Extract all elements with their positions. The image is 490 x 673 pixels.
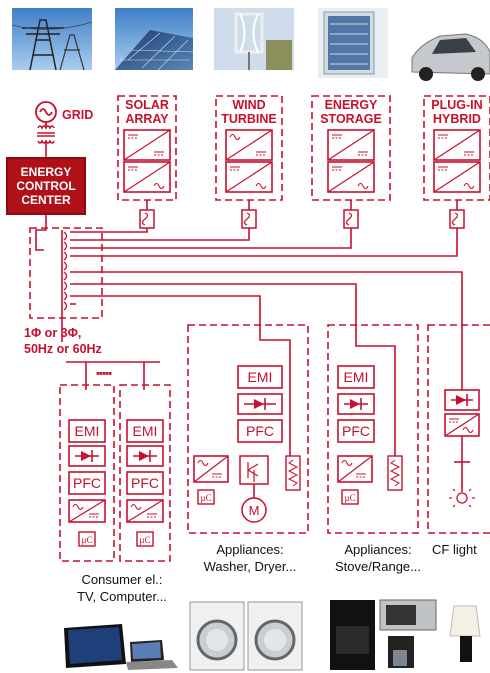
source-converter-b-0 bbox=[124, 162, 170, 192]
phase-frequency-label: 1Φ or 3Φ, 50Hz or 60Hz bbox=[24, 325, 102, 357]
breaker-switch-4 bbox=[64, 272, 67, 280]
consumer-rectifier-1 bbox=[127, 446, 163, 466]
run-stove bbox=[70, 284, 356, 320]
washer-pfc-text: PFC bbox=[246, 423, 274, 439]
lamp-symbol bbox=[457, 493, 467, 503]
stove-mcu: µC bbox=[342, 490, 358, 504]
consumer-mcu-1: µC bbox=[137, 532, 153, 546]
grid-source-symbol bbox=[36, 102, 56, 127]
source-converter-b-2 bbox=[328, 162, 374, 192]
wind-turbine-photo bbox=[214, 8, 294, 70]
washer-dcdc bbox=[194, 456, 228, 482]
source-run-2 bbox=[70, 228, 351, 248]
run-cfl bbox=[70, 272, 462, 318]
breaker-switch-7 bbox=[64, 302, 67, 310]
cfl-caption: CF light bbox=[432, 541, 490, 558]
consumer-mcu-1-text: µC bbox=[139, 535, 150, 545]
breaker-switch-5 bbox=[64, 282, 67, 290]
washer-emi-text: EMI bbox=[248, 369, 273, 385]
consumer-caption: Consumer el.:TV, Computer... bbox=[52, 571, 192, 605]
energy-control-center[interactable]: ENERGY CONTROL CENTER bbox=[6, 157, 86, 215]
breaker-1 bbox=[242, 210, 256, 228]
consumer-mcu-0: µC bbox=[79, 532, 95, 546]
washer-heater bbox=[286, 456, 300, 490]
source-converter-a-3 bbox=[434, 130, 480, 160]
ecc-line3: CENTER bbox=[8, 193, 84, 207]
consumer-emi-0: EMI bbox=[69, 420, 105, 442]
source-converter-b-1 bbox=[226, 162, 272, 192]
washer-photo bbox=[190, 602, 244, 670]
consumer-emi-1-text: EMI bbox=[133, 423, 158, 439]
lamp-photo bbox=[450, 606, 480, 662]
washer-rectifier bbox=[238, 394, 282, 414]
transmission-tower-photo bbox=[12, 8, 92, 70]
transformer-symbol bbox=[37, 126, 55, 157]
motor-text: M bbox=[249, 503, 260, 518]
stove-emi: EMI bbox=[338, 366, 374, 388]
breaker-switch-3 bbox=[64, 262, 67, 270]
ecc-line1: ENERGY bbox=[8, 165, 84, 179]
ellipsis: ..... bbox=[96, 365, 111, 377]
run-washer bbox=[70, 296, 260, 318]
consumer-pfc-1-text: PFC bbox=[131, 475, 159, 491]
washer-caption: Appliances:Washer, Dryer... bbox=[190, 541, 310, 575]
washer-mcu: µC bbox=[198, 490, 214, 504]
stove-dcdc bbox=[338, 456, 372, 482]
breaker-switch-1 bbox=[64, 242, 67, 250]
source-converter-a-2 bbox=[328, 130, 374, 160]
consumer-mcu-0-text: µC bbox=[81, 535, 92, 545]
source-converter-b-3 bbox=[434, 162, 480, 192]
ecc-line2: CONTROL bbox=[8, 179, 84, 193]
source-converter-a-1 bbox=[226, 130, 272, 160]
consumer-pfc-1: PFC bbox=[127, 472, 163, 494]
stove-caption: Appliances:Stove/Range... bbox=[322, 541, 434, 575]
stove-rectifier bbox=[338, 394, 374, 414]
grid-label: GRID bbox=[62, 108, 93, 122]
source-run-0 bbox=[70, 228, 147, 232]
consumer-dcdc-0 bbox=[69, 500, 105, 522]
breaker-0 bbox=[140, 210, 154, 228]
washer-pfc: PFC bbox=[238, 420, 282, 442]
solar-array-label: SOLARARRAY bbox=[118, 98, 176, 126]
cfl-rectifier bbox=[445, 390, 479, 410]
ecc-feed bbox=[36, 215, 46, 250]
tv-laptop-photo bbox=[64, 624, 178, 670]
dryer-photo bbox=[248, 602, 302, 670]
washer-emi: EMI bbox=[238, 366, 282, 388]
solar-panel-photo bbox=[115, 8, 193, 70]
consumer-pfc-0-text: PFC bbox=[73, 475, 101, 491]
consumer-rectifier-0 bbox=[69, 446, 105, 466]
hybrid-car-photo bbox=[412, 34, 490, 81]
stove-mcu-text: µC bbox=[344, 493, 355, 503]
stove-heater bbox=[388, 456, 402, 490]
stove-pfc-text: PFC bbox=[342, 423, 370, 439]
microwave-coffee-photo bbox=[380, 600, 436, 668]
battery-cabinet-photo bbox=[318, 8, 388, 78]
breaker-3 bbox=[450, 210, 464, 228]
range-photo bbox=[330, 600, 375, 670]
source-run-1 bbox=[70, 228, 249, 240]
stove-emi-text: EMI bbox=[344, 369, 369, 385]
load-converter-boxes: EMI PFC µC EMI PFC µC EMI PFC µC M EMI PFC µC bbox=[60, 318, 490, 561]
breaker-switch-0 bbox=[64, 232, 67, 240]
distribution-bus: ..... bbox=[30, 215, 462, 390]
stove-pfc: PFC bbox=[338, 420, 374, 442]
breaker-switch-6 bbox=[64, 292, 67, 300]
washer-mcu-text: µC bbox=[200, 493, 211, 503]
consumer-dcdc-1 bbox=[127, 500, 163, 522]
consumer-emi-0-text: EMI bbox=[75, 423, 100, 439]
breaker-2 bbox=[344, 210, 358, 228]
consumer-emi-1: EMI bbox=[127, 420, 163, 442]
breaker-switch-2 bbox=[64, 252, 67, 260]
consumer-pfc-0: PFC bbox=[69, 472, 105, 494]
cfl-ballast bbox=[445, 414, 479, 436]
source-converter-a-0 bbox=[124, 130, 170, 160]
